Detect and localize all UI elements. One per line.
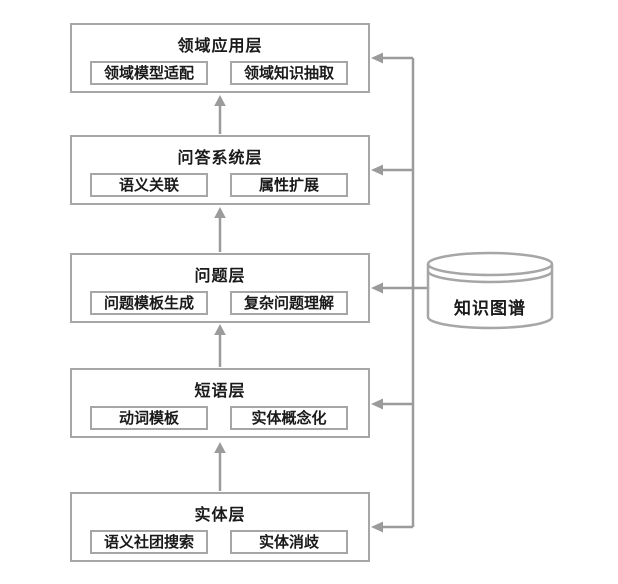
module-box: 领域模型适配	[90, 61, 208, 85]
arrowhead-left-icon	[371, 521, 383, 533]
layer-box-question: 问题层 问题模板生成 复杂问题理解	[70, 253, 370, 323]
arrowhead-up-icon	[214, 95, 226, 106]
arrowhead-up-icon	[214, 442, 226, 453]
module-box: 语义社团搜索	[90, 530, 208, 554]
arrowhead-up-icon	[214, 207, 226, 218]
module-box: 问题模板生成	[90, 291, 208, 315]
module-box: 实体消歧	[230, 530, 348, 554]
layer-box-domain-application: 领域应用层 领域模型适配 领域知识抽取	[70, 23, 370, 93]
layer-box-qa-system: 问答系统层 语义关联 属性扩展	[70, 135, 370, 205]
arrowhead-up-icon	[214, 324, 226, 335]
arrowhead-left-icon	[371, 282, 383, 294]
module-box: 复杂问题理解	[230, 291, 348, 315]
arrowhead-left-icon	[371, 398, 383, 410]
module-box: 领域知识抽取	[230, 61, 348, 85]
arrowhead-left-icon	[371, 52, 383, 64]
arrowhead-left-icon	[371, 164, 383, 176]
module-box: 实体概念化	[230, 406, 348, 430]
layer-box-entity: 实体层 语义社团搜索 实体消歧	[70, 492, 370, 562]
layer-title: 领域应用层	[177, 36, 263, 55]
knowledge-graph-label: 知识图谱	[454, 299, 526, 319]
layer-box-phrase: 短语层 动词模板 实体概念化	[70, 368, 370, 438]
layer-title: 短语层	[194, 381, 246, 400]
module-box: 属性扩展	[230, 173, 348, 197]
module-box: 动词模板	[90, 406, 208, 430]
module-box: 语义关联	[90, 173, 208, 197]
layer-title: 问题层	[194, 266, 246, 285]
layer-title: 问答系统层	[177, 148, 263, 167]
layer-title: 实体层	[194, 505, 246, 524]
